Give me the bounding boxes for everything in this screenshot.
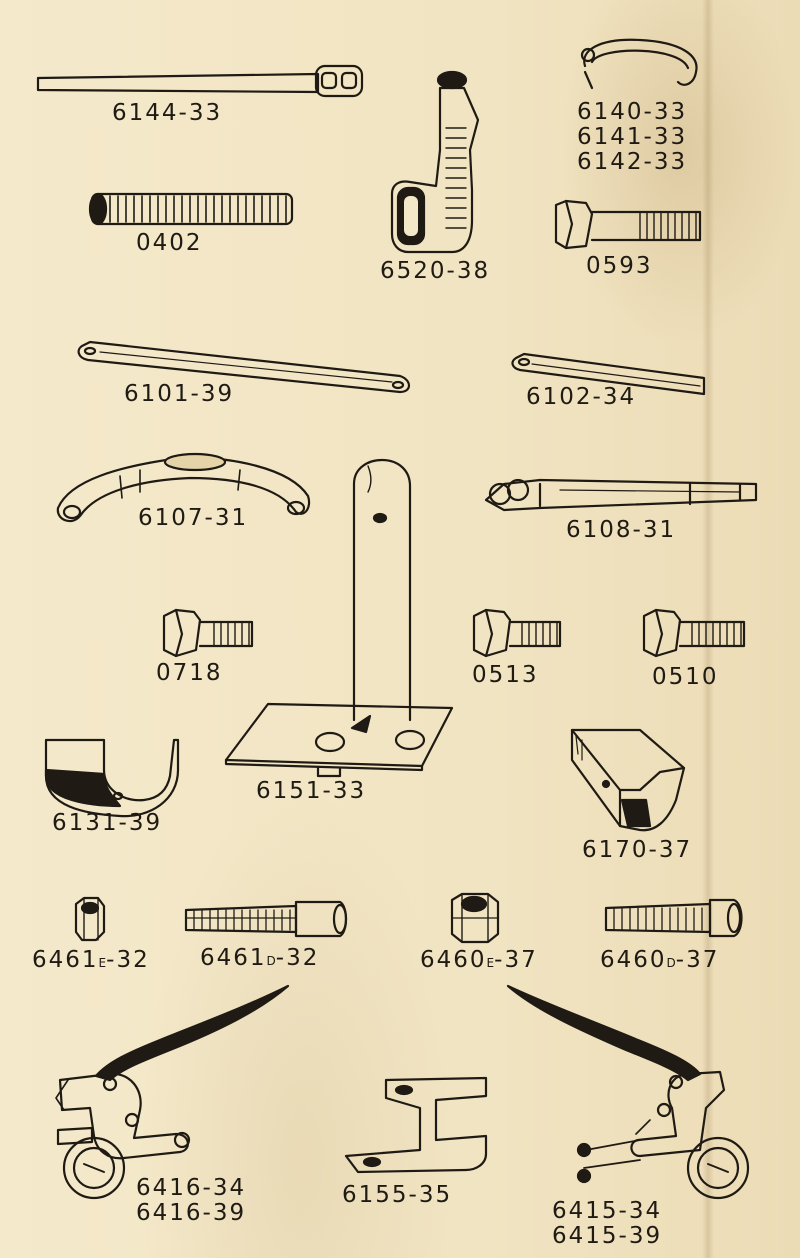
label-6460d-37: 6460D-37: [600, 948, 719, 976]
bolt-0510-illustration: [642, 608, 746, 658]
brake-lever-6416-illustration: [55, 984, 290, 1200]
label-6460e-num: 6460: [420, 947, 487, 973]
label-6461e-rest: -32: [106, 947, 150, 973]
label-6461e-num: 6461: [32, 947, 99, 973]
clip-6140-illustration: [580, 38, 698, 90]
clamp-6131-illustration: [44, 738, 180, 818]
label-6151-33: 6151-33: [256, 778, 367, 804]
label-6461e-32: 6461E-32: [32, 948, 150, 976]
label-6140-33: 6140-33: [577, 99, 688, 125]
label-6461d-num: 6461: [200, 945, 267, 971]
label-6415-39: 6415-39: [552, 1223, 663, 1249]
bolt-0513-illustration: [472, 608, 562, 658]
label-6170-37: 6170-37: [582, 837, 693, 863]
bracket-6170-illustration: [570, 728, 686, 832]
label-6460e-suffix: E: [486, 956, 495, 970]
label-6416-39: 6416-39: [136, 1200, 247, 1226]
nut-6461e-illustration: [74, 896, 106, 942]
strap-6144-illustration: [36, 64, 364, 98]
label-6415-group: 6415-34 6415-39: [552, 1199, 662, 1249]
label-6416-group: 6416-34 6416-39: [136, 1176, 246, 1226]
bracket-6151-illustration: [224, 458, 454, 778]
stay-6101-illustration: [77, 340, 411, 394]
adjuster-6461d-illustration: [184, 900, 348, 938]
label-6460e-37: 6460E-37: [420, 948, 538, 976]
label-6460d-rest: -37: [675, 947, 720, 973]
label-6461d-rest: -32: [275, 945, 320, 971]
bridge-6107-illustration: [56, 452, 311, 523]
label-6461d-32: 6461D-32: [200, 946, 319, 974]
label-6155-35: 6155-35: [342, 1182, 453, 1208]
label-6101-39: 6101-39: [124, 381, 235, 407]
label-0510: 0510: [652, 664, 719, 690]
label-0513: 0513: [472, 662, 539, 688]
label-6460d-suffix: D: [666, 956, 676, 970]
arm-6108-illustration: [484, 478, 758, 512]
label-6144-33: 6144-33: [112, 100, 223, 126]
nut-6460e-illustration: [450, 892, 500, 944]
adjuster-6460d-illustration: [604, 898, 743, 938]
label-0593: 0593: [586, 253, 653, 279]
bolt-0718-illustration: [162, 608, 254, 658]
label-6520-38: 6520-38: [380, 258, 491, 284]
label-6461e-suffix: E: [98, 956, 107, 970]
label-6131-39: 6131-39: [52, 810, 163, 836]
label-6141-33: 6141-33: [577, 124, 688, 150]
bolt-0593-illustration: [554, 199, 702, 250]
brake-lever-6415-illustration: [506, 984, 750, 1200]
bracket-6155-illustration: [344, 1076, 488, 1174]
lever-6520-illustration: [390, 70, 480, 254]
threaded-rod-0402-illustration: [88, 192, 294, 226]
label-6415-34: 6415-34: [552, 1198, 663, 1224]
label-0402: 0402: [136, 230, 203, 256]
label-6142-33: 6142-33: [577, 149, 688, 175]
label-6102-34: 6102-34: [526, 384, 637, 410]
label-6460e-rest: -37: [494, 947, 538, 973]
label-6140-group: 6140-33 6141-33 6142-33: [577, 100, 687, 175]
label-0718: 0718: [156, 660, 223, 686]
label-6107-31: 6107-31: [138, 505, 249, 531]
label-6108-31: 6108-31: [566, 517, 677, 543]
label-6416-34: 6416-34: [136, 1175, 247, 1201]
label-6460d-num: 6460: [600, 947, 667, 973]
stay-6102-illustration: [511, 352, 706, 396]
label-6461d-suffix: D: [266, 954, 276, 968]
page-fold: [702, 0, 714, 1258]
